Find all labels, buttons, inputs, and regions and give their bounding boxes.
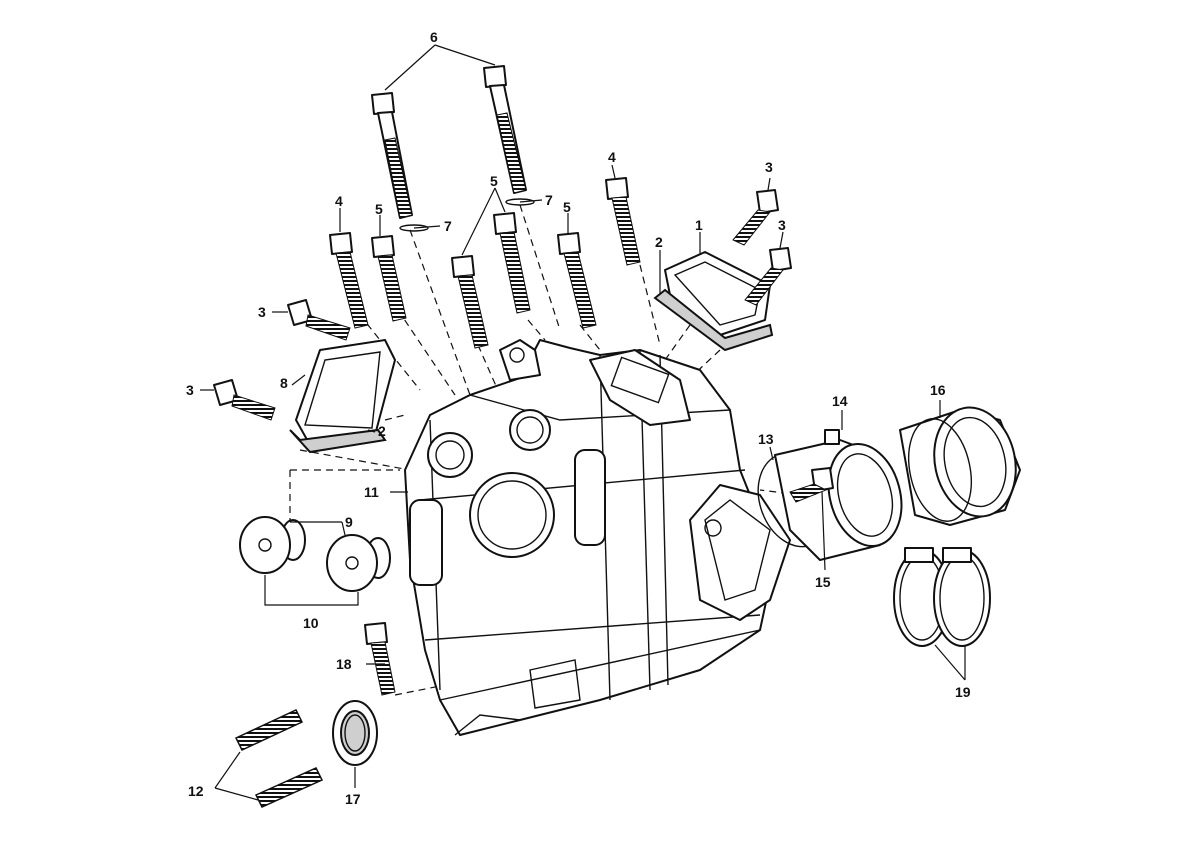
callout-15: 15 bbox=[815, 574, 831, 590]
callout-18: 18 bbox=[336, 656, 352, 672]
long-bolt-right bbox=[483, 65, 527, 194]
bolt-5-left bbox=[371, 235, 407, 322]
hose-clamps bbox=[893, 547, 991, 647]
callout-2-right: 2 bbox=[655, 234, 663, 250]
valve-cover-left bbox=[289, 339, 396, 454]
callout-3-lower-right: 3 bbox=[778, 217, 786, 233]
long-bolts bbox=[371, 65, 535, 232]
cylinder-head bbox=[404, 339, 791, 736]
oil-seal bbox=[332, 700, 378, 766]
intake-assembly bbox=[757, 429, 903, 561]
plug-cap-left bbox=[239, 516, 306, 574]
cover-bolt-upper-left bbox=[287, 299, 351, 341]
callout-8: 8 bbox=[280, 375, 288, 391]
callout-9: 9 bbox=[345, 514, 353, 530]
cover-bolt-lower-right bbox=[744, 247, 792, 306]
cover-bolts bbox=[213, 189, 792, 421]
long-bolt-left bbox=[371, 92, 413, 219]
callout-14: 14 bbox=[832, 393, 848, 409]
callout-5-center: 5 bbox=[490, 173, 498, 189]
bolt-5-center bbox=[451, 255, 489, 349]
callout-13: 13 bbox=[758, 431, 774, 447]
callout-1: 1 bbox=[695, 217, 703, 233]
callout-3-upper-right: 3 bbox=[765, 159, 773, 175]
cover-bolt-upper-right bbox=[732, 189, 779, 246]
callout-11: 11 bbox=[364, 484, 379, 500]
studs bbox=[234, 709, 324, 808]
callout-7-left: 7 bbox=[444, 218, 452, 234]
callout-17: 17 bbox=[345, 791, 361, 807]
callout-5-right: 5 bbox=[563, 199, 571, 215]
bolt-5-right bbox=[557, 232, 597, 329]
callout-19: 19 bbox=[955, 684, 971, 700]
callout-4-right: 4 bbox=[608, 149, 616, 165]
intake-boot bbox=[899, 406, 1021, 526]
bolt-5-center-right bbox=[493, 212, 531, 314]
plug-cap-right bbox=[326, 534, 391, 592]
callout-5-left: 5 bbox=[375, 201, 383, 217]
bolt-18 bbox=[364, 622, 396, 696]
callout-2-left: 2 bbox=[378, 423, 386, 439]
bolt-4-left bbox=[329, 232, 369, 329]
bolt-4-right bbox=[605, 177, 641, 266]
callout-10: 10 bbox=[303, 615, 319, 631]
callout-16: 16 bbox=[930, 382, 946, 398]
callout-6: 6 bbox=[430, 29, 438, 45]
callout-4-left: 4 bbox=[335, 193, 343, 209]
medium-bolts bbox=[329, 177, 641, 349]
callout-3-lower-left: 3 bbox=[186, 382, 194, 398]
plug-caps bbox=[239, 516, 391, 592]
leader-lines bbox=[200, 44, 966, 801]
callout-labels: 6 7 7 4 5 5 5 4 2 1 3 3 3 3 8 2 11 9 10 … bbox=[186, 29, 971, 807]
cover-bolt-lower-left bbox=[213, 379, 276, 421]
callout-12: 12 bbox=[188, 783, 204, 799]
callout-7-right: 7 bbox=[545, 192, 553, 208]
manifold-bolt bbox=[789, 467, 834, 503]
callout-3-upper-left: 3 bbox=[258, 304, 266, 320]
